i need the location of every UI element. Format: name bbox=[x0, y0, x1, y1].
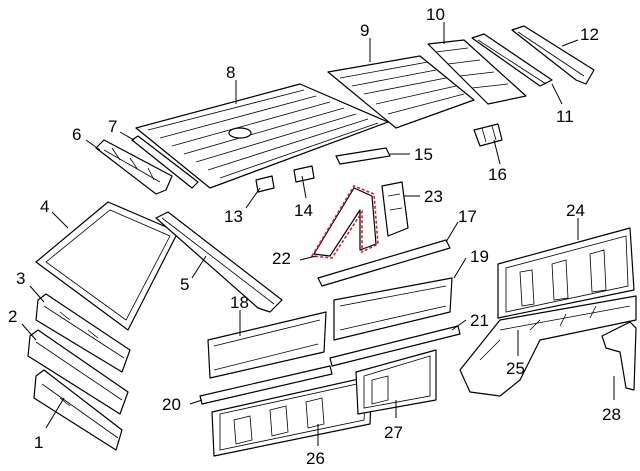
callout-9: 9 bbox=[360, 21, 369, 40]
part-7-roof-bow bbox=[131, 135, 199, 189]
part-1-cowl bbox=[33, 369, 123, 451]
part-16-bracket bbox=[473, 123, 503, 147]
part-25-wheelhouse bbox=[459, 295, 637, 397]
callout-22: 22 bbox=[272, 249, 291, 268]
callout-26: 26 bbox=[306, 449, 325, 468]
part-23-pillar bbox=[381, 181, 409, 237]
callout-5: 5 bbox=[180, 275, 189, 294]
part-14-bracket bbox=[293, 165, 315, 183]
callout-labels: 1 2 3 4 5 6 7 8 9 10 11 12 13 14 15 16 1… bbox=[8, 5, 621, 468]
part-8-roof-panel bbox=[135, 83, 389, 189]
callout-3: 3 bbox=[16, 269, 25, 288]
part-12-rear-header bbox=[511, 25, 595, 85]
part-19-side-panel bbox=[333, 277, 453, 341]
part-13-bracket bbox=[255, 175, 275, 193]
callout-19: 19 bbox=[470, 247, 489, 266]
part-3-cowl bbox=[35, 293, 131, 373]
callout-23: 23 bbox=[424, 187, 443, 206]
callout-8: 8 bbox=[226, 63, 235, 82]
part-20-rail bbox=[199, 365, 333, 405]
part-18-side-panel bbox=[207, 311, 327, 379]
callout-4: 4 bbox=[40, 197, 49, 216]
callout-18: 18 bbox=[230, 293, 249, 312]
part-17-rail bbox=[317, 239, 451, 287]
part-27-door-panel bbox=[355, 349, 437, 415]
part-26-lower-panel bbox=[211, 375, 373, 457]
part-24-side-panel bbox=[497, 227, 635, 319]
callout-16: 16 bbox=[488, 165, 507, 184]
leader-lines bbox=[21, 22, 615, 446]
callout-10: 10 bbox=[426, 5, 445, 24]
part-11-header bbox=[471, 33, 553, 87]
part-28-pillar bbox=[601, 321, 637, 391]
part-21-rail bbox=[329, 325, 461, 367]
part-5-a-pillar bbox=[155, 211, 283, 313]
part-15-reinforcement bbox=[335, 147, 391, 165]
callout-7: 7 bbox=[108, 117, 117, 136]
callout-11: 11 bbox=[556, 107, 574, 126]
callout-2: 2 bbox=[8, 307, 17, 326]
callout-14: 14 bbox=[294, 201, 313, 220]
callout-20: 20 bbox=[162, 395, 181, 414]
callout-12: 12 bbox=[580, 25, 599, 44]
callout-13: 13 bbox=[224, 207, 243, 226]
part-2-cowl bbox=[27, 329, 129, 415]
callout-17: 17 bbox=[458, 207, 477, 226]
callout-15: 15 bbox=[414, 145, 433, 164]
callout-1: 1 bbox=[34, 433, 43, 452]
callout-28: 28 bbox=[602, 405, 621, 424]
callout-21: 21 bbox=[470, 311, 489, 330]
callout-25: 25 bbox=[506, 359, 525, 378]
part-10-roof-panel bbox=[427, 39, 527, 105]
callout-24: 24 bbox=[566, 201, 585, 220]
part-22-pillar-highlighted bbox=[310, 185, 379, 259]
callout-6: 6 bbox=[72, 125, 81, 144]
callout-27: 27 bbox=[384, 423, 403, 442]
part-9-roof-panel bbox=[327, 55, 475, 129]
part-6-front-bow bbox=[95, 139, 173, 195]
